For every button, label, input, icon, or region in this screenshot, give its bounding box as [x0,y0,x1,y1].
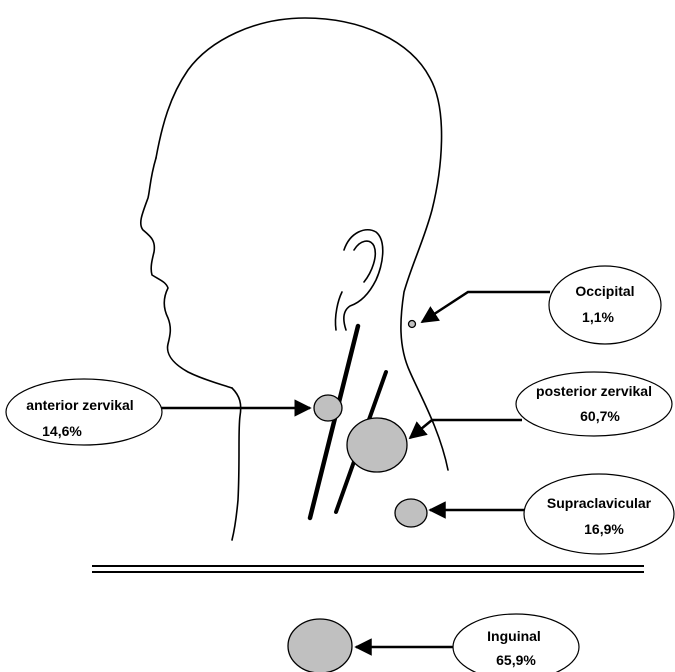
label-bubbles [6,266,674,672]
inguinal-node [288,619,352,672]
head-profile-icon [141,18,448,540]
posterior-zervikal-bubble [516,372,672,436]
occipital-name: Occipital [575,283,634,299]
inguinal-value: 65,9% [496,652,536,668]
posterior-zervikal-name: posterior zervikal [536,383,652,399]
anterior-zervikal-value: 14,6% [42,423,82,439]
supraclavicular-bubble [524,474,674,554]
occipital-value: 1,1% [582,309,614,325]
supraclavicular-value: 16,9% [584,521,624,537]
supraclavicular-name: Supraclavicular [547,495,652,511]
supraclavicular-node [395,499,427,527]
posterior-zervikal-value: 60,7% [580,408,620,424]
anterior-zervikal-name: anterior zervikal [26,397,133,413]
separator-double-line [92,566,644,572]
posterior-zervikal-node [347,418,407,472]
inguinal-name: Inguinal [487,628,541,644]
occipital-bubble [549,266,661,344]
anterior-zervikal-node [314,395,342,421]
lymph-nodes [288,321,427,672]
occipital-node [409,321,416,328]
